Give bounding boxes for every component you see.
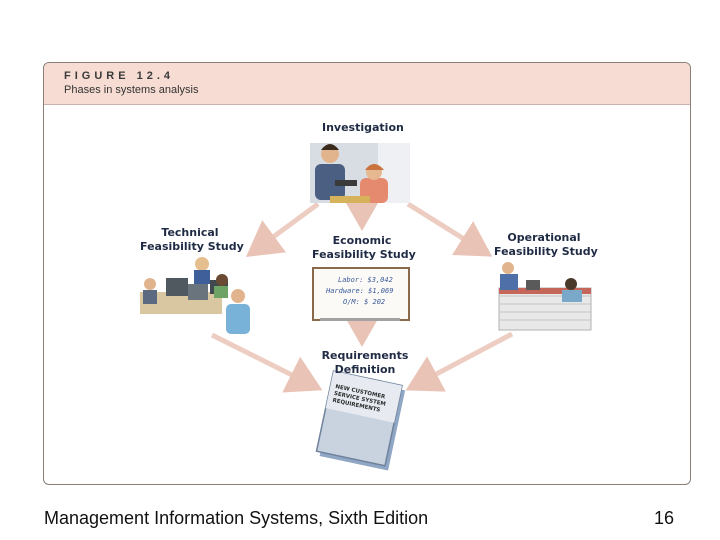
investigation-label: Investigation — [322, 121, 404, 134]
operational-label-line1: Operational — [507, 231, 581, 244]
figure-label: FIGURE 12.4 — [64, 70, 175, 82]
requirements-label: Requirements Definition — [315, 349, 415, 377]
investigation-illustration — [310, 143, 410, 203]
operational-label: Operational Feasibility Study — [494, 231, 598, 259]
technical-illustration — [140, 257, 250, 334]
economic-label-line2: Feasibility Study — [312, 248, 416, 261]
arrows — [210, 196, 514, 393]
footer-title: Management Information Systems, Sixth Ed… — [44, 508, 429, 528]
page-number: 16 — [654, 508, 675, 528]
whiteboard — [312, 267, 410, 321]
figure-header: FIGURE 12.4 Phases in systems analysis — [44, 63, 690, 105]
operational-label-line2: Feasibility Study — [494, 245, 598, 258]
economic-label-line1: Economic — [332, 234, 392, 247]
whiteboard-line: Labor: $3,042 — [338, 276, 393, 284]
whiteboard-line: O/M: $ 202 — [343, 298, 386, 306]
figure-caption: Phases in systems analysis — [64, 84, 199, 96]
technical-label-line2: Feasibility Study — [140, 240, 244, 253]
arrow-to-operational — [406, 201, 493, 257]
whiteboard-line: Hardware: $1,069 — [326, 287, 394, 295]
technical-label-line1: Technical — [161, 226, 219, 239]
operational-illustration — [498, 262, 592, 331]
economic-label: Economic Feasibility Study — [312, 234, 416, 262]
requirements-label-line1: Requirements — [321, 349, 409, 362]
arrow-to-technical — [245, 201, 320, 257]
requirements-document — [315, 370, 406, 471]
requirements-label-line2: Definition — [334, 363, 396, 376]
arrow-technical-to-requirements — [210, 332, 323, 393]
arrow-operational-to-requirements — [405, 331, 514, 392]
technical-label: Technical Feasibility Study — [140, 226, 244, 254]
